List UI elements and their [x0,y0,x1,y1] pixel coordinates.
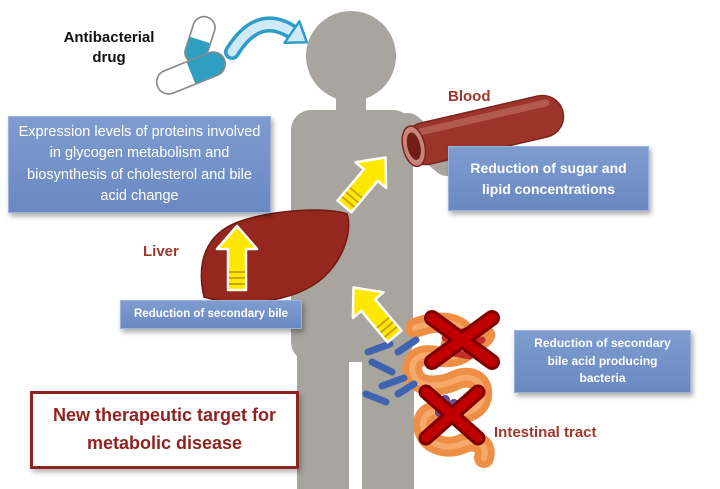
therapeutic-target-box: New therapeutic target for metabolic dis… [30,391,299,469]
blood-vessel [401,94,565,168]
red-x-icon-top [424,310,500,370]
pill-icon-horizontal [155,48,229,95]
bile-bacteria-box: Reduction of secondary bile acid produci… [514,330,691,393]
antibacterial-drug-label: Antibacterial drug [63,29,155,67]
left-leg-shape [297,355,349,489]
sugar-lipid-box: Reduction of sugar and lipid concentrati… [448,146,649,211]
secondary-bile-box: Reduction of secondary bile [120,300,302,329]
head-shape [306,11,396,101]
liver-label: Liver [143,243,179,260]
red-x-icon-bottom [418,384,486,446]
curved-arrow-icon [224,16,309,60]
bacteria-blue-rods [362,336,420,406]
expression-box: Expression levels of proteins involved i… [8,116,271,213]
intestinal-tract-label: Intestinal tract [494,424,597,441]
blood-label: Blood [448,88,491,105]
